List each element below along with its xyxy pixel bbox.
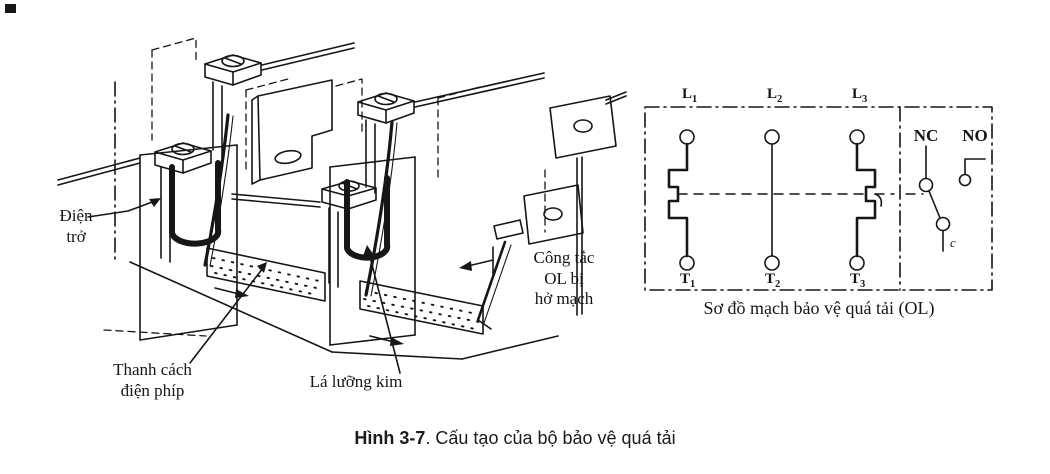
label-ol-switch-line2: OL bị <box>544 268 584 288</box>
schematic-caption: Sơ đồ mạch bảo vệ quá tải (OL) <box>703 298 935 318</box>
no-contact <box>958 173 972 187</box>
terminal-post-back-middle <box>357 92 415 194</box>
load-terminal-labels: T1 T2 T3 <box>680 271 865 290</box>
label-insulator-bar-line1: Thanh cách <box>113 360 192 379</box>
terminal-T1: T1 <box>680 271 695 290</box>
label-ol-switch: Công tắc OL bị hở mạch <box>508 248 620 310</box>
leader-lines <box>87 198 494 374</box>
terminal-L1: L1 <box>682 86 697 105</box>
figure-caption: Hình 3-7. Cấu tạo của bộ bảo vệ quá tải <box>150 428 880 449</box>
label-ol-switch-line3: hở mạch <box>534 289 594 309</box>
label-insulator-bar: Thanh cách điện phíp <box>85 360 220 401</box>
overload-schematic: L1 L2 L3 T1 T2 T3 NC NO <box>644 86 993 291</box>
leader-arrowhead <box>459 261 472 271</box>
common-label: c <box>950 235 956 250</box>
nc-contact <box>918 177 934 193</box>
construction-drawing <box>57 37 627 374</box>
insulating-slide-bar <box>206 247 484 335</box>
auxiliary-contacts: NC NO c <box>914 126 988 252</box>
common-contact <box>935 216 951 232</box>
terminal-post-back-left <box>204 54 262 158</box>
switch-arm <box>928 190 941 219</box>
heater-element-L1 <box>667 142 689 258</box>
arrow-right-icon <box>235 289 249 298</box>
line-terminal-labels: L1 L2 L3 <box>682 86 867 105</box>
leader-arrowhead <box>149 198 161 207</box>
screw-hole <box>543 207 563 221</box>
label-bimetal: Lá lưỡng kim <box>276 372 436 393</box>
middle-angle-bracket <box>251 79 333 185</box>
nc-label: NC <box>914 126 939 145</box>
screw-head <box>374 92 398 106</box>
base-edges <box>103 261 559 360</box>
heater-loop <box>169 160 222 247</box>
no-label: NO <box>962 126 988 145</box>
label-insulator-bar-line2: điện phíp <box>120 380 185 400</box>
resistor-panel-left <box>139 144 238 341</box>
leader-arrowhead <box>363 245 373 256</box>
label-bimetal-line1: Lá lưỡng kim <box>309 372 403 391</box>
terminal-L2: L2 <box>767 86 782 105</box>
linkage-hook <box>874 193 883 207</box>
supply-wires <box>57 42 627 208</box>
terminal-post-front-middle <box>321 180 377 288</box>
screw-head <box>221 54 245 68</box>
terminal-T2: T2 <box>765 271 780 290</box>
screw-hole <box>573 119 593 133</box>
schematic-border <box>644 106 993 291</box>
label-resistor-line1: Điện <box>59 206 93 225</box>
right-contact-brackets <box>476 95 617 330</box>
figure-number: Hình 3-7 <box>354 428 426 448</box>
terminal-L3: L3 <box>852 86 867 105</box>
arrow-right-icon <box>390 337 404 346</box>
label-ol-switch-line1: Công tắc <box>533 248 595 267</box>
leader-arrowhead <box>257 262 267 273</box>
terminal-T3: T3 <box>850 271 865 290</box>
no-stem <box>964 158 986 175</box>
figure-caption-text: . Cấu tạo của bộ bảo vệ quá tải <box>425 428 676 448</box>
motion-arrows <box>214 287 404 346</box>
label-resistor: Điện trở <box>38 206 114 247</box>
fixed-contact <box>493 219 524 240</box>
slot-hole <box>274 149 302 165</box>
main-poles <box>667 129 924 271</box>
label-resistor-line2: trở <box>66 226 86 246</box>
heater-element-L3 <box>855 142 877 258</box>
scan-mark <box>5 4 16 13</box>
open-contact-strip <box>476 240 507 322</box>
